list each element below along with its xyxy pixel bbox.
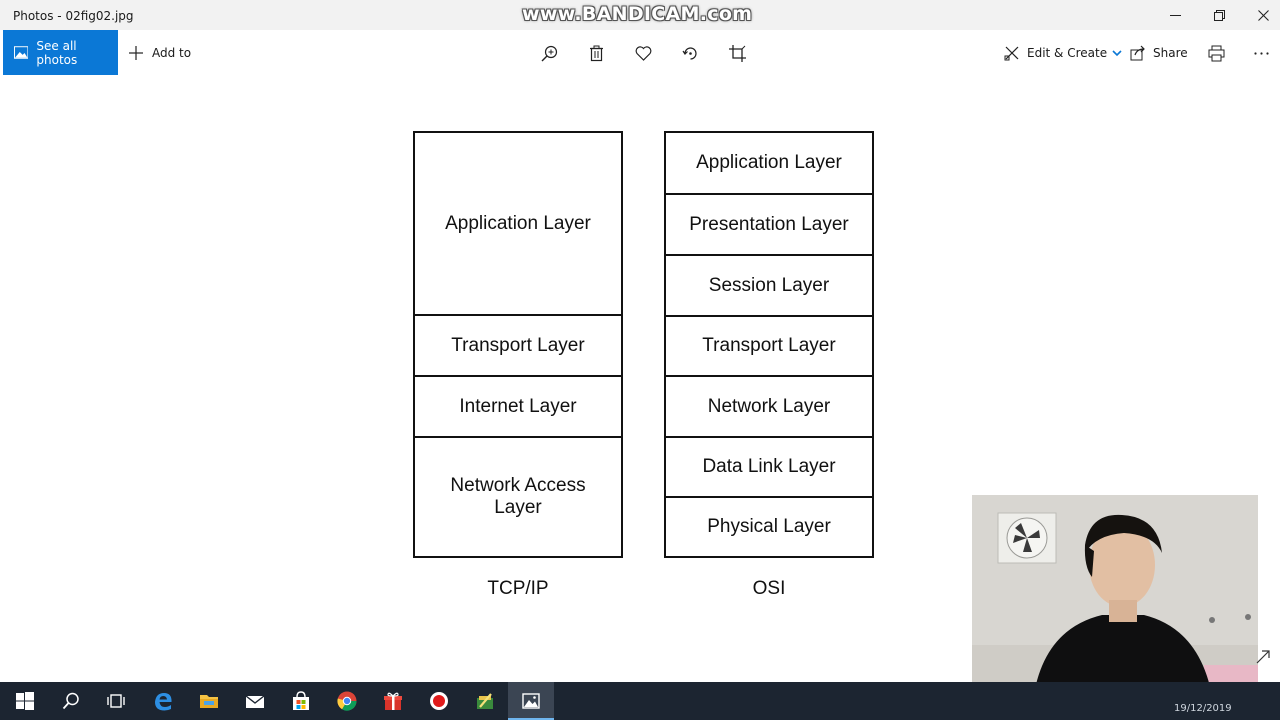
delete-button[interactable]: [585, 42, 607, 64]
favorite-button[interactable]: [632, 42, 654, 64]
photos-icon: [14, 46, 29, 59]
tcpip-application-layer: Application Layer: [445, 212, 591, 234]
minimize-icon: [1169, 14, 1181, 16]
osi-stack: Application Layer Presentation Layer Ses…: [664, 131, 874, 558]
crop-icon: [728, 44, 746, 62]
search-button[interactable]: [48, 682, 94, 720]
rotate-icon: [682, 46, 697, 60]
see-all-photos-button[interactable]: See all photos: [3, 30, 118, 75]
add-to-label: Add to: [152, 45, 192, 60]
gift-icon: [384, 692, 402, 710]
taskbar-pencil-app[interactable]: [462, 682, 508, 720]
osi-session-layer: Session Layer: [666, 254, 872, 315]
tcpip-transport-layer: Transport Layer: [415, 314, 621, 375]
title-bar: Photos - 02fig02.jpg www.BANDICAM.com: [0, 0, 1280, 30]
pencil-app-icon: [477, 693, 493, 709]
tcpip-caption: TCP/IP: [487, 578, 549, 599]
edit-icon: [1004, 46, 1019, 60]
trash-icon: [589, 45, 603, 61]
search-icon: [62, 692, 79, 710]
bandicam-watermark: www.BANDICAM.com: [522, 3, 753, 25]
clock-date: 19/12/2019: [1174, 703, 1232, 714]
maximize-button[interactable]: [1196, 0, 1242, 30]
start-button[interactable]: [2, 682, 48, 720]
restore-icon: [1213, 9, 1225, 21]
share-button[interactable]: Share: [1130, 30, 1188, 75]
taskbar: [0, 682, 1280, 720]
photos-icon: [522, 693, 540, 709]
file-explorer-icon: [200, 695, 218, 708]
taskbar-store[interactable]: [278, 682, 324, 720]
more-options-button[interactable]: [1250, 42, 1272, 64]
minimize-button[interactable]: [1152, 0, 1198, 30]
chrome-icon: [337, 691, 357, 711]
plus-icon: [129, 45, 143, 60]
printer-icon: [1208, 45, 1224, 61]
taskbar-edge[interactable]: [140, 682, 186, 720]
task-view-button[interactable]: [93, 682, 139, 720]
tcpip-network-access-layer: Network Access Layer: [415, 436, 621, 556]
osi-caption: OSI: [752, 578, 786, 599]
taskbar-chrome[interactable]: [324, 682, 370, 720]
taskbar-file-explorer[interactable]: [186, 682, 232, 720]
chevron-down-icon: [1112, 49, 1122, 56]
see-all-photos-label: See all photos: [36, 38, 78, 67]
toolbar: See all photos Add to Edit & Create S: [0, 30, 1280, 75]
resize-arrow-icon[interactable]: [1256, 650, 1270, 664]
mail-icon: [245, 695, 265, 708]
taskbar-gift-app[interactable]: [370, 682, 416, 720]
task-view-icon: [107, 694, 125, 708]
print-button[interactable]: [1205, 42, 1227, 64]
tcpip-internet-layer: Internet Layer: [415, 375, 621, 436]
taskbar-mail[interactable]: [232, 682, 278, 720]
osi-data-link-layer: Data Link Layer: [666, 436, 872, 496]
zoom-in-icon: [541, 45, 557, 61]
osi-presentation-layer: Presentation Layer: [666, 193, 872, 254]
osi-physical-layer: Physical Layer: [666, 496, 872, 556]
osi-transport-layer: Transport Layer: [666, 315, 872, 375]
webcam-person-image: [972, 495, 1258, 708]
webcam-overlay: [972, 495, 1258, 708]
edge-icon: [155, 693, 172, 711]
close-button[interactable]: [1240, 0, 1280, 30]
share-label: Share: [1153, 45, 1188, 60]
zoom-button[interactable]: [538, 42, 560, 64]
window-title: Photos - 02fig02.jpg: [13, 9, 134, 23]
heart-icon: [635, 45, 651, 61]
rotate-button[interactable]: [679, 42, 701, 64]
add-to-button[interactable]: Add to: [128, 30, 191, 75]
osi-network-layer: Network Layer: [666, 375, 872, 436]
bandicam-record-icon: [430, 692, 448, 710]
tcpip-stack: Application Layer Transport Layer Intern…: [413, 131, 623, 558]
more-icon: [1253, 51, 1269, 55]
store-icon: [293, 691, 309, 710]
close-icon: [1257, 9, 1269, 21]
edit-create-button[interactable]: Edit & Create: [1004, 30, 1122, 75]
start-icon: [16, 692, 34, 710]
share-icon: [1130, 45, 1145, 60]
crop-button[interactable]: [726, 42, 748, 64]
taskbar-bandicam[interactable]: [416, 682, 462, 720]
edit-create-label: Edit & Create: [1027, 45, 1108, 60]
osi-application-layer: Application Layer: [696, 152, 842, 173]
taskbar-photos[interactable]: [508, 682, 554, 720]
